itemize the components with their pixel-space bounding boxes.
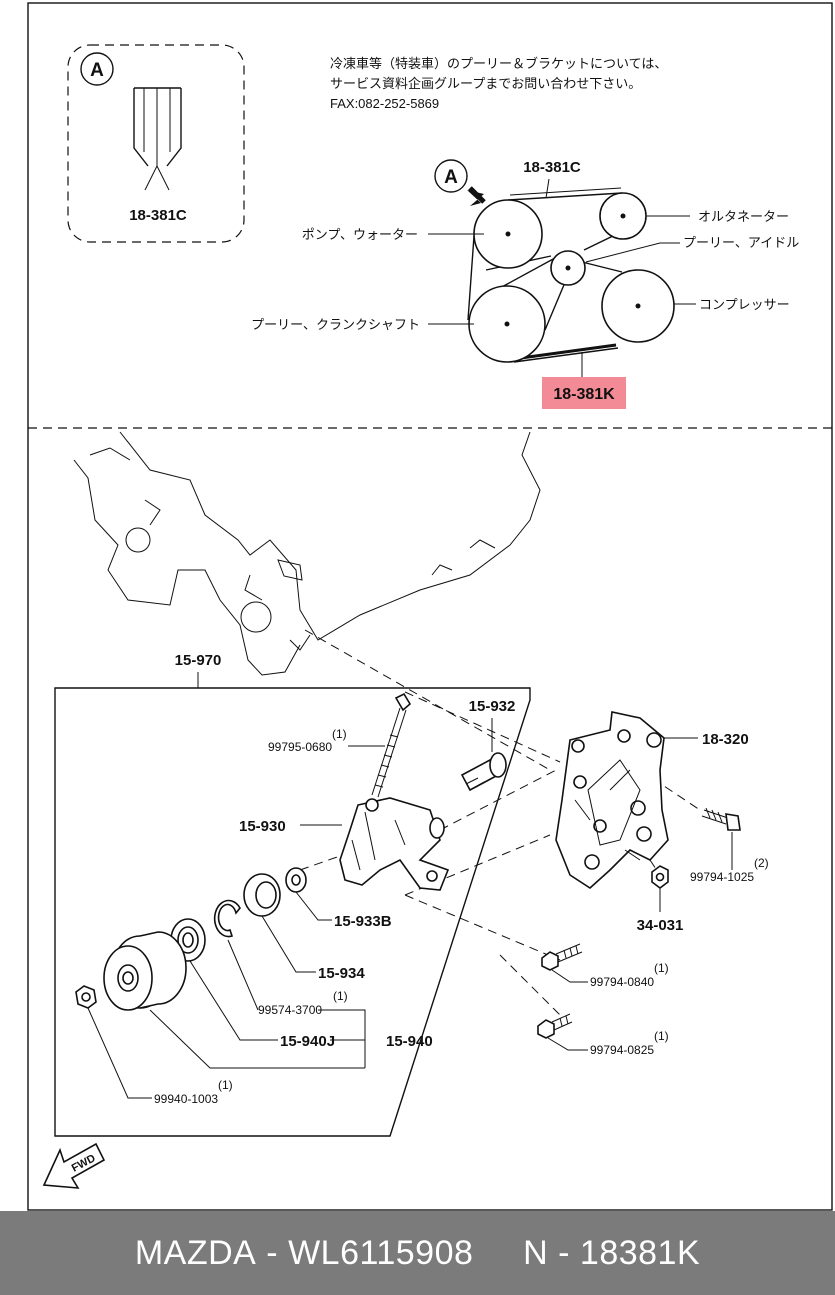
bearing-label: 15-940J [280,1033,335,1050]
note-fax: FAX:082-252-5869 [330,96,439,111]
view-a-badge: A [434,159,486,206]
footer-part-number: WL6115908 [288,1233,474,1272]
snap-ring-99574-3700 [213,899,241,938]
washer-15-933b [285,867,307,893]
inset-a-badge: A [80,52,114,86]
inset-frame [67,44,245,243]
pulley-water-pump [473,199,543,269]
label-compressor: コンプレッサー [699,298,790,313]
bracket-18-320-label: 18-320 [702,731,749,748]
footer-bar: MAZDA - WL6115908 N - 18381K [0,1211,835,1295]
bolt-99795-0680 [371,692,412,798]
footer-sep-2: N - [473,1233,580,1272]
nut-99940-1003 [75,985,97,1009]
footer-diagram-ref: 18381K [579,1233,701,1272]
bracket-label: 15-930 [239,818,286,835]
highlight-box [542,377,626,409]
cover-15-934 [243,873,281,917]
idler-bracket-15-930 [339,797,450,891]
washer-label: 15-933B [334,913,392,930]
note-line-2: サービス資料企画グループまでお問い合わせ下さい。 [330,76,641,92]
bolt2-label: 99794-1025 [690,870,754,884]
pulley-15-940 [103,931,187,1011]
pin-label: 15-932 [469,698,516,715]
bolt3-qty: (1) [654,961,669,975]
bolt2-qty: (2) [754,856,769,870]
nut-qty: (1) [218,1078,233,1092]
bolt-qty: (1) [332,727,347,741]
pin-15-932 [460,752,507,792]
bolt-label: 99795-0680 [268,740,332,754]
pulley-alternator [599,192,647,240]
inset-belt-label: 18-381C [129,207,187,224]
nut-label: 99940-1003 [154,1092,218,1106]
diagram-frame [27,2,833,1211]
pulley-compressor [601,269,675,343]
bolt4-qty: (1) [654,1029,669,1043]
belt-bottom-label: 18-381K [553,386,615,403]
belt-top-label: 18-381C [523,159,581,176]
nut-34-031 [651,865,669,889]
belt-section-icon [133,87,182,191]
assembly-label: 15-970 [175,652,222,669]
svg-text:A: A [444,167,458,188]
bolt-99794-0825 [537,1013,573,1039]
pulley-crankshaft [468,285,546,363]
label-water-pump: ポンプ、ウォーター [302,228,418,243]
fwd-arrow-icon: FWD [42,1142,106,1189]
bracket-18-320 [555,711,669,890]
cover-label: 15-934 [318,965,365,982]
label-alternator: オルタネーター [698,210,789,225]
bolt4-label: 99794-0825 [590,1043,654,1057]
nut2-label: 34-031 [637,917,684,934]
pulley-label: 15-940 [386,1033,433,1050]
footer-sep-1: - [256,1233,289,1272]
pulley-idler [550,250,586,286]
assembly-frame [54,687,531,1137]
bolt-99794-0840 [541,943,583,971]
engine-outline [73,431,541,676]
bolt3-label: 99794-0840 [590,975,654,989]
label-crankshaft: プーリー、クランクシャフト [251,318,420,333]
snap-ring-label: 99574-3700 [258,1003,322,1017]
snap-ring-qty: (1) [333,989,348,1003]
svg-text:A: A [90,60,104,81]
belt-18-381k [499,257,623,363]
note-line-1: 冷凍車等（特装車）のプーリー＆ブラケットについては、 [330,56,667,72]
bolt-99794-1025 [701,807,741,831]
footer-brand: MAZDA [134,1233,257,1272]
label-idler: プーリー、アイドル [683,236,799,251]
